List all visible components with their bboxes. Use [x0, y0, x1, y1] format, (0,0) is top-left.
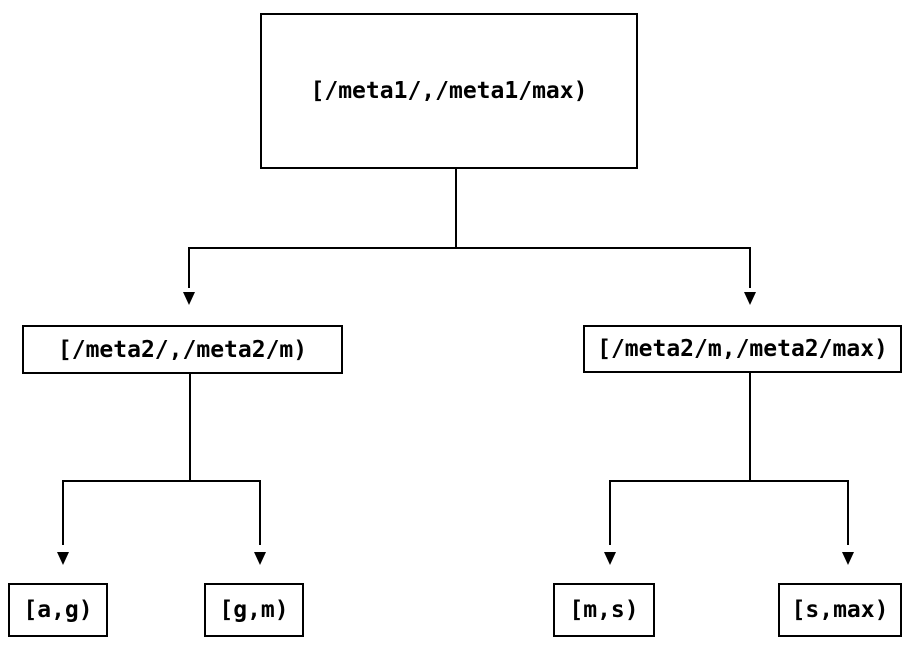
edge-level1-bus: [189, 247, 751, 249]
arrow-down-icon: [842, 552, 854, 565]
arrow-down-icon: [57, 552, 69, 565]
node-leaf-ag-label: [a,g): [23, 597, 93, 623]
arrow-down-icon: [744, 292, 756, 305]
edge-drop-to-leaf-ms: [609, 480, 611, 545]
node-meta2-right: [/meta2/m,/meta2/max): [583, 325, 902, 373]
edge-meta2-right-stem: [749, 373, 751, 481]
node-leaf-ms: [m,s): [553, 583, 655, 637]
arrow-down-icon: [604, 552, 616, 565]
node-leaf-gm: [g,m): [204, 583, 304, 637]
node-leaf-smax: [s,max): [778, 583, 902, 637]
edge-root-stem: [455, 169, 457, 248]
node-root-label: [/meta1/,/meta1/max): [310, 78, 588, 104]
node-leaf-smax-label: [s,max): [791, 597, 889, 623]
arrow-down-icon: [183, 292, 195, 305]
edge-meta2-left-stem: [189, 374, 191, 481]
node-leaf-ms-label: [m,s): [569, 597, 639, 623]
node-meta2-left: [/meta2/,/meta2/m): [22, 325, 343, 374]
edge-left-subtree-bus: [62, 480, 261, 482]
edge-drop-to-leaf-gm: [259, 480, 261, 545]
edge-drop-to-meta2-right: [749, 247, 751, 288]
node-root: [/meta1/,/meta1/max): [260, 13, 638, 169]
edge-drop-to-meta2-left: [188, 247, 190, 288]
edge-right-subtree-bus: [609, 480, 849, 482]
node-leaf-ag: [a,g): [8, 583, 108, 637]
node-meta2-left-label: [/meta2/,/meta2/m): [57, 336, 308, 363]
edge-drop-to-leaf-ag: [62, 480, 64, 545]
edge-drop-to-leaf-smax: [847, 480, 849, 545]
node-meta2-right-label: [/meta2/m,/meta2/max): [597, 336, 888, 362]
arrow-down-icon: [254, 552, 266, 565]
node-leaf-gm-label: [g,m): [219, 597, 289, 623]
